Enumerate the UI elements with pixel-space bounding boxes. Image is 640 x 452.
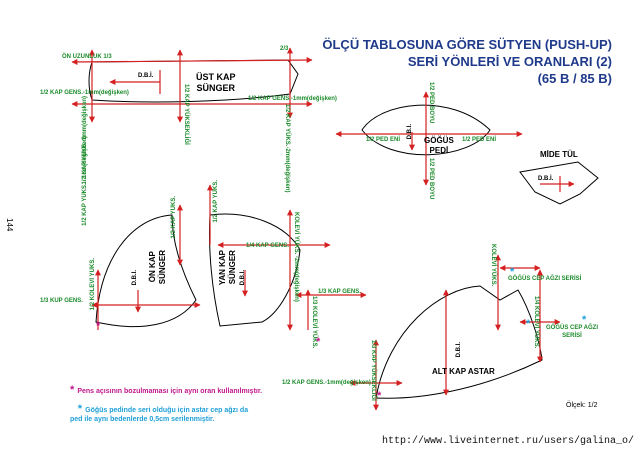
kap-gens-left-label: 1/2 KAP GENS.-1mm(değişken) xyxy=(40,90,129,96)
kap-gens-3-label: 1/3 KAP GENS. xyxy=(318,289,361,295)
gogus-pedi-dbi: D.B.İ. xyxy=(407,124,413,140)
kolevi-yuks-q-label: 1/4 KOLEVİ YÜKS. xyxy=(533,296,539,349)
on-kap-label: ÖN KAP SÜNGER xyxy=(148,250,167,285)
mide-tul-piece xyxy=(519,161,599,205)
on-kap-dbi: D.B.İ. xyxy=(132,270,138,286)
kolevi-yuks-3-label: 1/3 KOLEVİ YÜKS. xyxy=(311,296,317,349)
on-kap-piece xyxy=(91,204,201,330)
ust-kap-piece xyxy=(71,47,313,123)
kolevi-yuks-left-label: 1/2 KOLEVİ YÜKS. xyxy=(90,258,96,311)
kap-yuks-2mm-label: 1/2 KAP YÜKS.-2mm(değişken) xyxy=(284,104,290,193)
title-line-1: ÖLÇÜ TABLOSUNA GÖRE SÜTYEN (PUSH-UP) xyxy=(322,37,612,52)
page-number: 144 xyxy=(5,218,14,232)
kap-yuksekligi-label: 1/2 KAP YÜKSEKLİĞİ xyxy=(183,84,189,145)
magenta-star-yan-kap: * xyxy=(316,336,321,348)
kup-gens-label: 1/3 KUP GENS. xyxy=(40,298,83,304)
alt-kap-dbi: D.B.İ. xyxy=(456,342,462,358)
ped-eni-right-label: 1/2 PED ENİ xyxy=(462,137,497,143)
yan-kap-dbi: D.B.İ. xyxy=(240,270,246,286)
watermark-url: http://www.liveinternet.ru/users/galina_… xyxy=(381,436,634,447)
cyan-star-right: * xyxy=(582,314,587,326)
gogus-pedi-piece xyxy=(335,91,523,186)
ped-boyu-top-label: 1/2 PED BOYU xyxy=(428,82,434,124)
ped-boyu-bottom-label: 1/2 PED BOYU xyxy=(428,158,434,200)
kap-gens-right-label: 1/2 KAP GENS.-1mm(değişken) xyxy=(248,96,337,102)
gogus-pedi-label: GÖĞÜS PEDİ xyxy=(424,136,454,155)
kolevi-yuks-alt-label: KOLEVİ YÜKS. xyxy=(490,244,496,287)
magenta-star-on-kap: * xyxy=(96,320,101,332)
yan-kap-piece xyxy=(207,184,367,331)
ust-kap-dbi: D.B.İ. xyxy=(138,73,154,79)
magenta-note-text: Pens açısının bozulmaması için aynı oran… xyxy=(77,388,263,395)
alt-kap-yuks-label: 1/3 KAP YÜKSEKLİĞİ xyxy=(370,340,376,401)
gogus-cep-1-label: GÖĞÜS CEP AĞZI SERİSİ xyxy=(508,276,582,282)
alt-kap-gens-label: 1/2 KAP GENS.-1mm(değişken) xyxy=(282,380,371,386)
title-line-3: (65 B / 85 B) xyxy=(537,71,612,86)
on-kap-yuks-label: 1/2 KAP YÜKS. xyxy=(171,196,177,239)
cyan-note: * Göğüs pedinde seri olduğu için astar c… xyxy=(70,403,249,424)
yan-kap-label: YAN KAP SÜNGER xyxy=(218,250,237,286)
ped-eni-left-label: 1/2 PED ENİ xyxy=(366,137,401,143)
alt-kap-label: ALT KAP ASTAR xyxy=(432,367,495,376)
two-thirds-label: 2/3 xyxy=(280,46,289,52)
magenta-star-alt-kap: * xyxy=(377,390,382,402)
cyan-note-text: Göğüs pedinde seri olduğu için astar cep… xyxy=(70,407,249,423)
title-line-2: SERİ YÖNLERİ VE ORANLARI (2) xyxy=(407,54,612,69)
alt-kap-piece xyxy=(349,254,561,411)
scale-label: Ölçek: 1/2 xyxy=(566,402,598,409)
mide-tul-label: MİDE TÜL xyxy=(540,150,578,159)
kolevi-yuks-2mm-label: KOLEVİ YÜKS. -2mm(değişken) xyxy=(293,212,299,302)
quarter-kap-gens-label: 1/4 KAP GENS. xyxy=(246,243,289,249)
mide-tul-dbi: D.B.İ. xyxy=(538,176,554,182)
ust-kap-label: ÜST KAP SÜNGER xyxy=(196,72,236,93)
magenta-note: * Pens açısının bozulmaması için aynı or… xyxy=(70,384,263,396)
gogus-cep-2-label: GÖĞÜS CEP AĞZI SERİSİ xyxy=(546,325,599,339)
cyan-star-top: * xyxy=(510,266,515,278)
kap-yuks-1cm-label: 1/2 KAP YÜKS. - 1cm(değişken) xyxy=(82,136,88,226)
yan-kap-yuks-label: 1/2 KAP YÜKS. xyxy=(213,180,219,223)
on-uzunluk-label: ÖN UZUNLUK 1/3 xyxy=(62,54,112,60)
page-title: ÖLÇÜ TABLOSUNA GÖRE SÜTYEN (PUSH-UP) SER… xyxy=(322,36,612,87)
cyan-star-mid: * xyxy=(526,318,531,330)
